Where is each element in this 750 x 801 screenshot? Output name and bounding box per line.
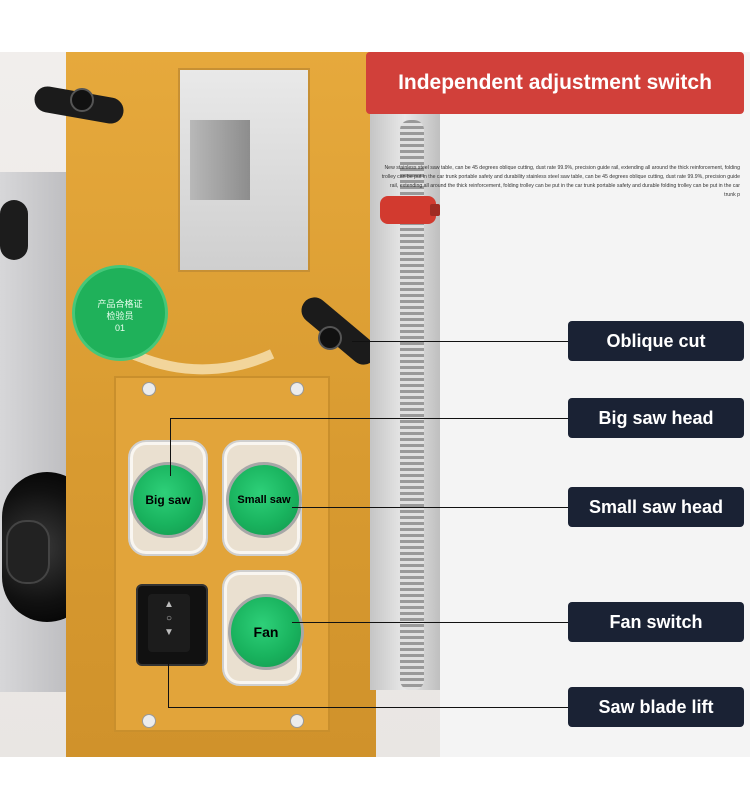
big-saw-button[interactable]: Big saw bbox=[130, 462, 206, 538]
screw-icon bbox=[142, 382, 156, 396]
product-description: New stainless steel saw table, can be 45… bbox=[381, 165, 740, 198]
callout-fan-switch: Fan switch bbox=[568, 602, 744, 642]
header-banner: Independent adjustment switch bbox=[366, 52, 744, 114]
seal-line-1: 产品合格证 bbox=[97, 299, 143, 309]
leader-line-big-saw bbox=[170, 418, 568, 419]
callout-oblique-cut: Oblique cut bbox=[568, 321, 744, 361]
leader-line-lift-rise bbox=[168, 664, 169, 708]
side-knob bbox=[0, 200, 28, 260]
red-knob-cap bbox=[430, 204, 440, 216]
screw-icon bbox=[290, 382, 304, 396]
leader-line-lift bbox=[168, 707, 568, 708]
red-knob bbox=[380, 196, 436, 224]
leader-line-oblique bbox=[352, 341, 568, 342]
callout-big-saw-head: Big saw head bbox=[568, 398, 744, 438]
callout-saw-blade-lift: Saw blade lift bbox=[568, 687, 744, 727]
qualification-seal: 产品合格证 检验员 01 bbox=[72, 265, 168, 361]
screw-icon bbox=[142, 714, 156, 728]
leader-line-big-saw-drop bbox=[170, 418, 171, 476]
leader-line-small-saw bbox=[292, 507, 568, 508]
leader-line-fan bbox=[292, 622, 568, 623]
rocker-switch-face: ▲○▼ bbox=[148, 594, 190, 652]
screw-icon bbox=[290, 714, 304, 728]
wing-nut-stud-oblique bbox=[318, 326, 342, 350]
metal-bracket bbox=[190, 120, 250, 200]
small-saw-button[interactable]: Small saw bbox=[226, 462, 302, 538]
seal-line-2: 检验员 bbox=[106, 311, 134, 321]
wheel-cap bbox=[6, 520, 50, 584]
seal-line-3: 01 bbox=[114, 323, 125, 333]
wing-nut-stud-top bbox=[70, 88, 94, 112]
callout-small-saw-head: Small saw head bbox=[568, 487, 744, 527]
fan-button[interactable]: Fan bbox=[228, 594, 304, 670]
